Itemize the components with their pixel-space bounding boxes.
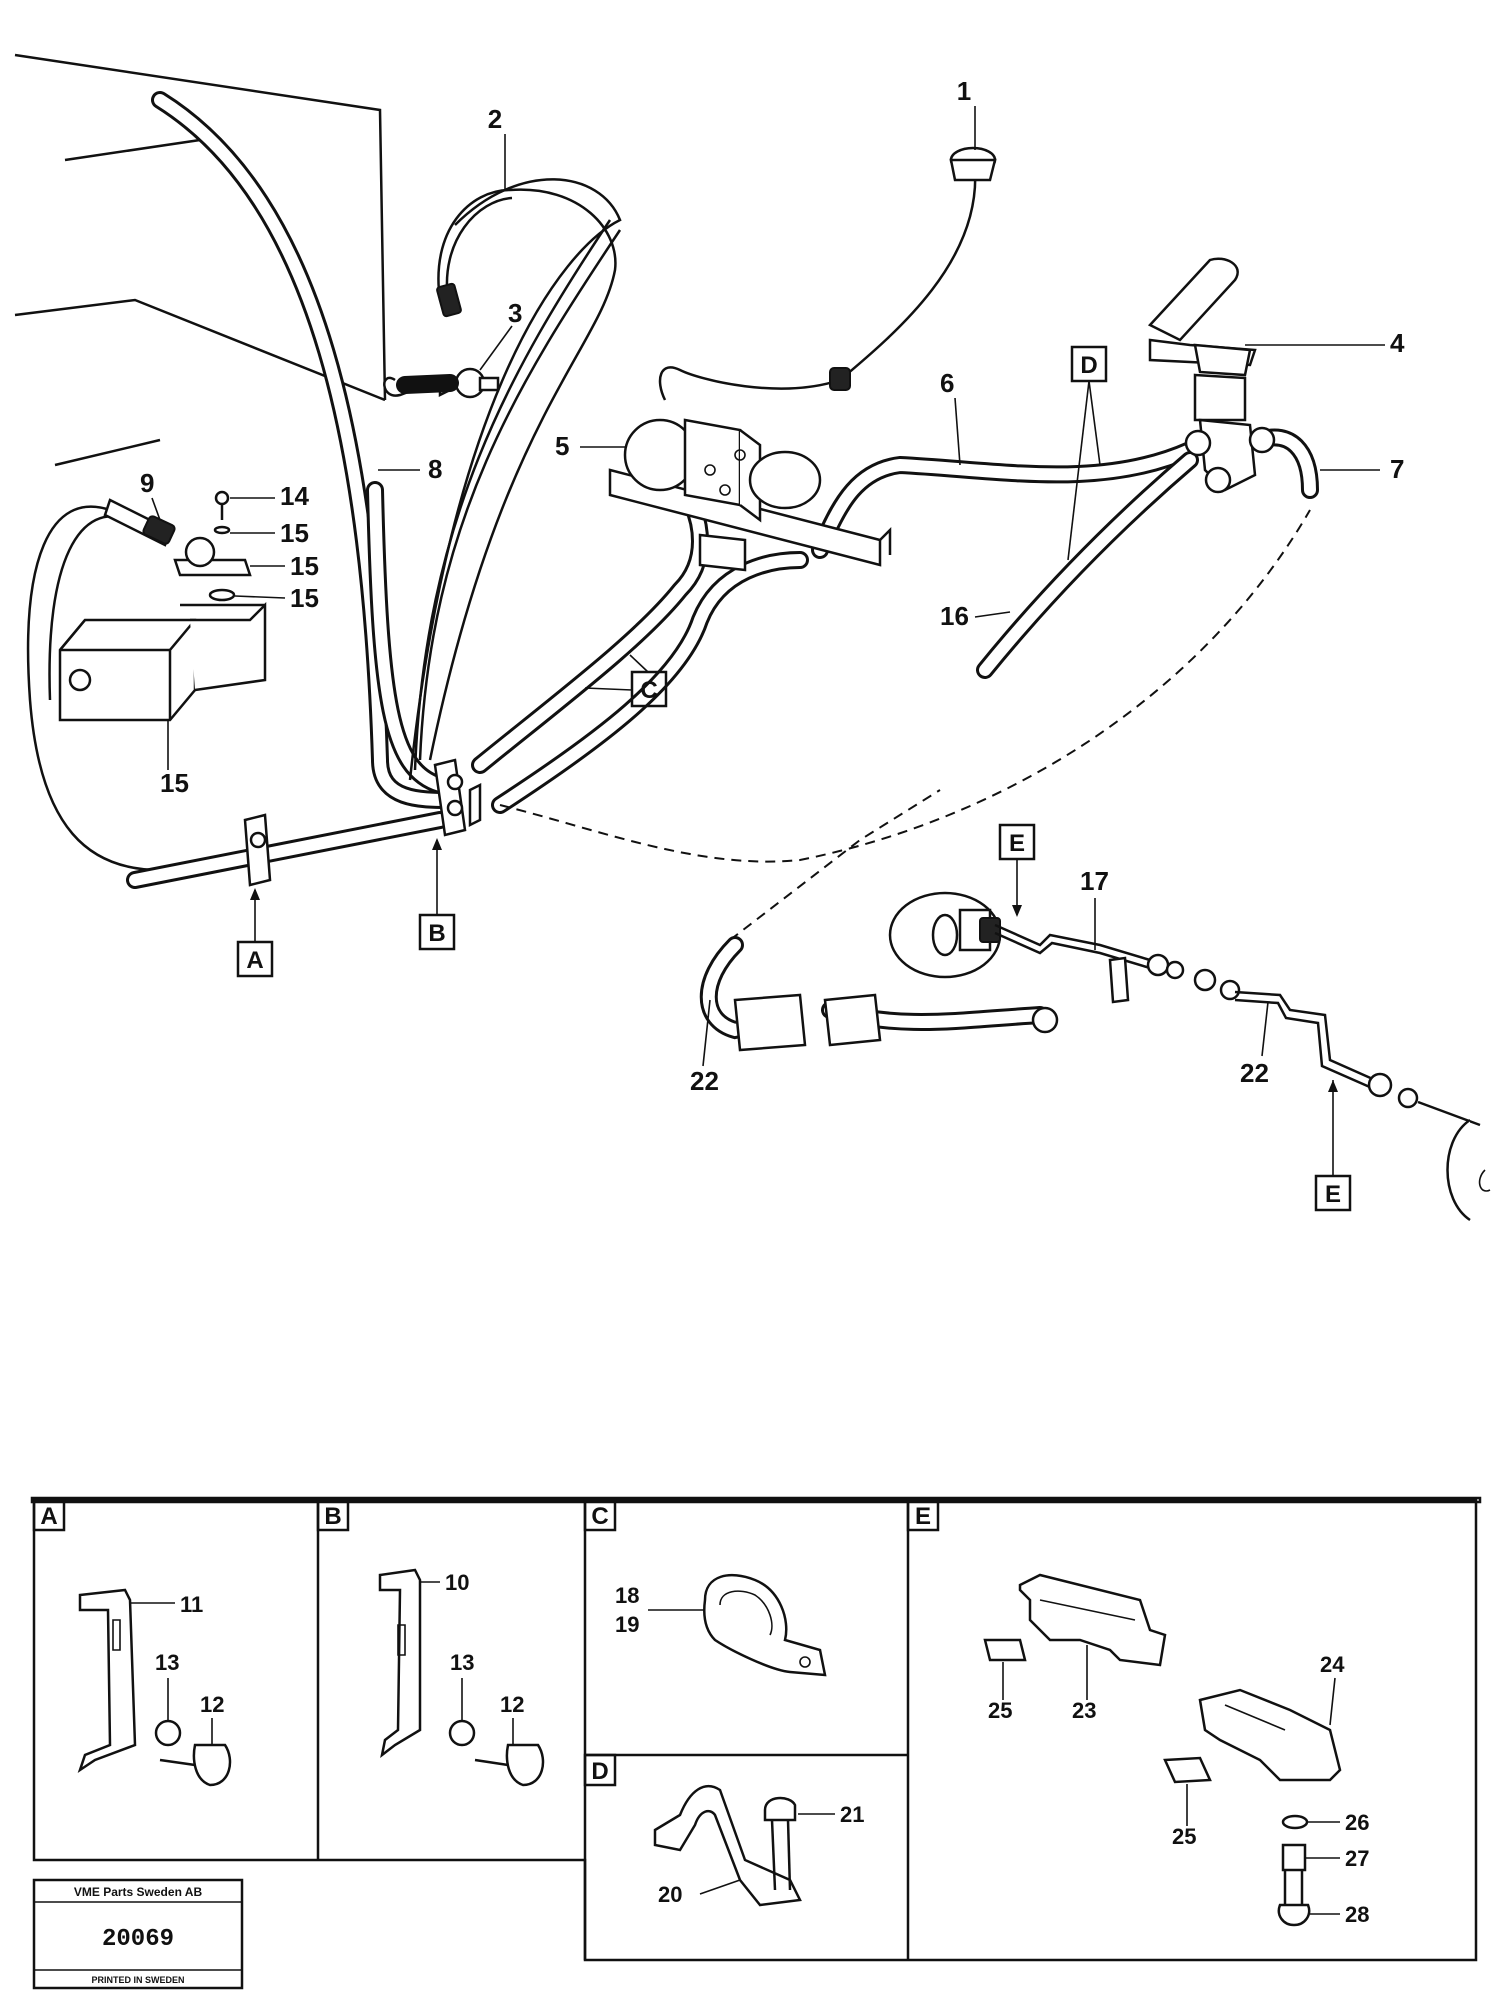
callout-label: 15	[290, 583, 319, 613]
ref-box-label: D	[1080, 352, 1097, 379]
panel-label: 26	[1345, 1810, 1369, 1835]
valve-2	[608, 418, 892, 572]
panel-label: 20	[658, 1882, 682, 1907]
callout-label: 17	[1080, 866, 1109, 896]
panel-letter: E	[915, 1503, 931, 1530]
callout-label: 1	[957, 76, 971, 106]
panel-label: 13	[155, 1650, 179, 1675]
callout-label: 8	[428, 454, 442, 484]
panel-label: 11	[180, 1592, 203, 1617]
panel-a: A 11 13 12	[32, 1498, 232, 1787]
callout-label: 14	[280, 481, 309, 511]
panel-label: 18	[615, 1583, 639, 1608]
callout-label: 6	[940, 368, 954, 398]
stamp-printed: PRINTED IN SWEDEN	[91, 1975, 184, 1985]
panel-letter: C	[591, 1503, 608, 1530]
stamp-company: VME Parts Sweden AB	[74, 1885, 203, 1899]
panel-b: B 10 13 12	[316, 1498, 545, 1787]
hoses-c	[471, 491, 809, 814]
callout-label: 16	[940, 601, 969, 631]
callout-label: 15	[280, 518, 309, 548]
dashed-hose-route	[499, 509, 1311, 863]
panel-label: 12	[200, 1692, 224, 1717]
cab-body-outline	[14, 53, 387, 467]
callout-label: 22	[1240, 1058, 1269, 1088]
ref-box-label: B	[428, 920, 445, 947]
clamp-b-on-bar	[433, 758, 482, 837]
ref-box-label: E	[1009, 830, 1025, 857]
hose-14-loop	[428, 188, 617, 761]
panel-e: E 24 25 23 25 26 27 28	[906, 1498, 1369, 1927]
panel-label: 19	[615, 1612, 639, 1637]
panel-letter: A	[40, 1503, 57, 1530]
panel-label: 28	[1345, 1902, 1369, 1927]
brake-line-22	[821, 891, 1491, 1222]
callout-label: 9	[140, 468, 154, 498]
callout-label: 7	[1390, 454, 1404, 484]
ref-box-label: E	[1325, 1181, 1341, 1208]
callout-label: 2	[488, 104, 502, 134]
cable-4	[658, 146, 997, 401]
panel-label: 24	[1320, 1652, 1345, 1677]
panel-label: 25	[1172, 1824, 1196, 1849]
callout-label: 15	[160, 768, 189, 798]
catalog-stamp: VME Parts Sweden AB 20069 PRINTED IN SWE…	[32, 1878, 244, 1990]
main-callouts: 1 2 3 4 5 6 7 8 9 14 15 15 15	[140, 76, 1405, 1096]
ref-box-label: C	[640, 677, 657, 704]
clamp-a-on-bar	[243, 813, 272, 887]
hose-15-lower	[699, 936, 807, 1052]
tee-fitting-16	[383, 282, 500, 399]
detail-panels-frame	[30, 1496, 1482, 1962]
panel-label: 10	[445, 1570, 469, 1595]
stamp-number: 20069	[102, 1926, 174, 1953]
fitting-5-9	[103, 490, 252, 602]
callout-label: 5	[555, 431, 569, 461]
pedal-valve-3	[1147, 257, 1276, 494]
callout-label: 22	[690, 1066, 719, 1096]
hose-15-assembly	[151, 91, 622, 809]
ref-box-label: A	[246, 947, 263, 974]
callout-label: 3	[508, 298, 522, 328]
callout-label: 15	[290, 551, 319, 581]
panel-c: C 18 19	[583, 1498, 827, 1677]
pump-unit-1	[58, 601, 267, 722]
panel-label: 13	[450, 1650, 474, 1675]
panel-letter: D	[591, 1758, 608, 1785]
panel-label: 23	[1072, 1698, 1096, 1723]
panel-label: 27	[1345, 1846, 1369, 1871]
panel-d: D 21 20	[583, 1753, 864, 1907]
callout-label: 4	[1390, 328, 1405, 358]
panel-label: 21	[840, 1802, 864, 1827]
panel-label: 25	[988, 1698, 1012, 1723]
panel-letter: B	[324, 1503, 341, 1530]
reference-boxes: A B C D E E	[236, 345, 1352, 1212]
panel-label: 12	[500, 1692, 524, 1717]
